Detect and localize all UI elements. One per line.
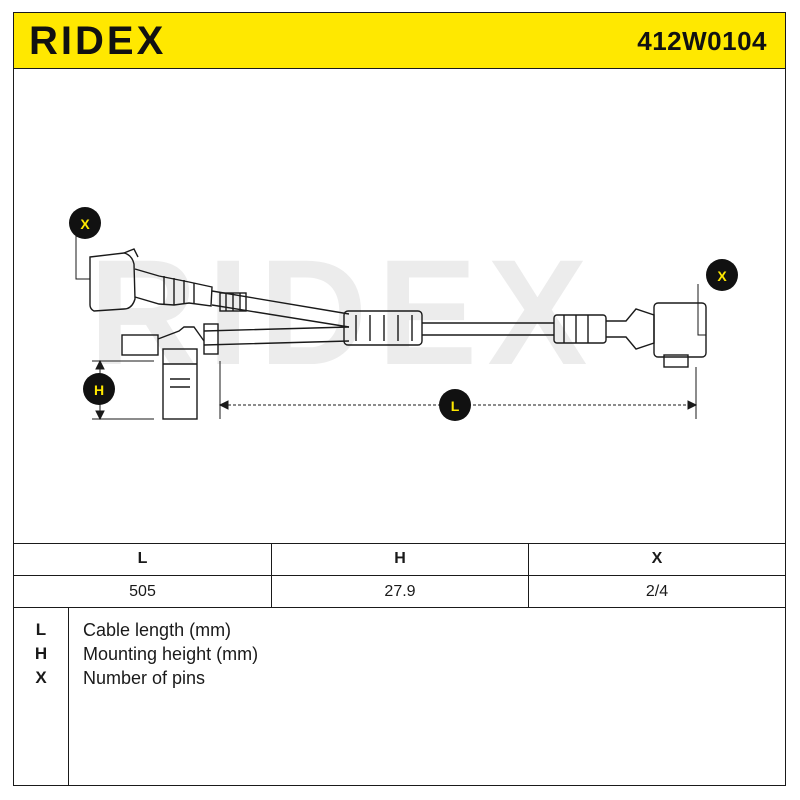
right-connector [653,302,707,358]
l-badge: L [439,389,471,421]
h-badge: H [83,373,115,405]
lower-grommet [203,323,219,355]
l-arrows [218,400,698,410]
col-header-h: H [394,550,406,567]
sleeve-ribs [355,315,413,341]
x-right-badge: X [706,259,738,291]
right-sleeve [553,314,607,344]
x-left-label: X [80,216,90,232]
spec-table: L H X 505 27.9 2/4 [14,543,785,607]
legend-description: Cable length (mm) [83,620,232,640]
h-arrows [95,359,105,421]
upper-boot [134,268,213,307]
legend: L Cable length (mm) H Mounting height (m… [14,607,785,786]
legend-divider [68,608,69,786]
h-extension-lines [92,360,154,420]
sensor-head [162,348,198,420]
h-label: H [94,382,104,398]
x-left-badge: X [69,207,101,239]
part-number: 412W0104 [637,26,767,56]
grommet-ribs [225,293,241,311]
x-right-leader [697,284,706,336]
sensor-neck [157,326,205,342]
right-boot [606,308,655,350]
watermark: RIDEX [89,228,597,396]
legend-row: H Mounting height (mm) [14,644,785,668]
boot-ribs [163,276,195,305]
upper-left-connector [89,252,136,312]
right-connector-tab [663,354,689,368]
logo-text: RIDEX [29,21,166,61]
value-l: 505 [129,582,156,600]
sensor-diagram: RIDEX [69,207,738,421]
lower-cable [203,326,350,346]
legend-key: L [35,620,47,639]
x-left-leader [75,234,90,280]
main-cable [422,322,554,336]
col-header-l: L [137,550,148,567]
sensor-details [163,363,197,388]
legend-description: Mounting height (mm) [83,644,259,664]
legend-row: X Number of pins [14,668,785,692]
product-sheet: RIDEX 412W0104 RIDEX [13,12,786,786]
right-sleeve-ribs [563,315,589,343]
x-right-label: X [717,268,727,284]
ridex-logo: RIDEX [29,21,166,61]
legend-description: Number of pins [83,668,206,688]
connector-clip [123,248,139,258]
legend-row: L Cable length (mm) [14,620,785,644]
l-label: L [451,398,460,414]
upper-cable [211,290,350,328]
legend-key: H [34,644,48,663]
legend-key: X [35,668,47,687]
merge-sleeve [343,310,423,346]
sensor-plug [121,334,159,356]
l-extension-lines [219,361,697,419]
header-bar: RIDEX 412W0104 [14,13,785,69]
value-h: 27.9 [384,582,416,600]
value-x: 2/4 [645,582,669,600]
col-header-x: X [651,550,663,567]
